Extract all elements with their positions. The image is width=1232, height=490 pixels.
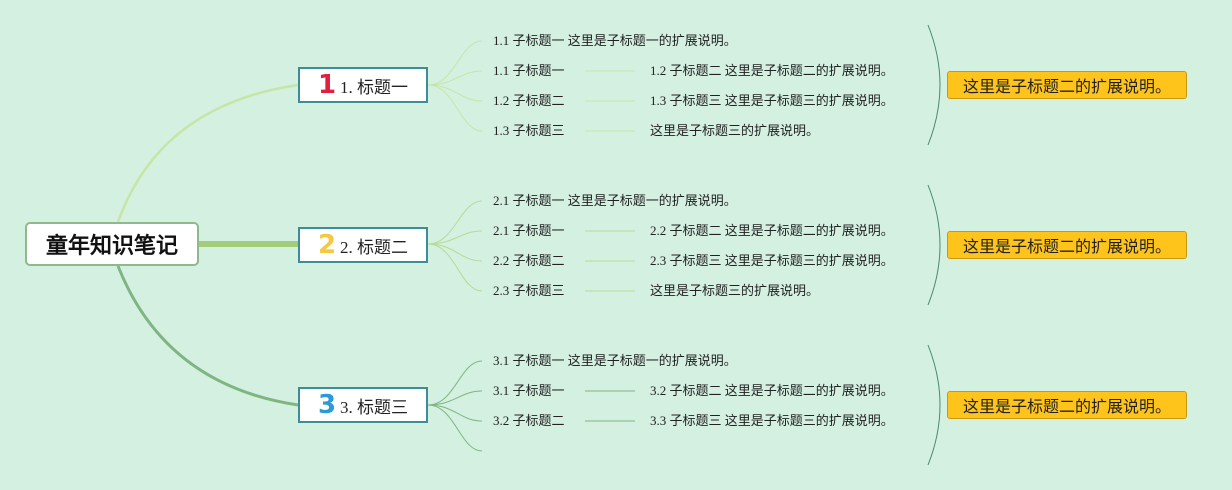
summary-bracket-3 <box>927 344 941 466</box>
summary-note-text: 这里是子标题二的扩展说明。 <box>962 399 1171 416</box>
branch-topic-3[interactable]: 3 3. 标题三 <box>298 387 428 423</box>
subtopic-2-3[interactable]: 2.2 子标题二 <box>493 253 565 268</box>
branch-topic-1[interactable]: 1 1. 标题一 <box>298 67 428 103</box>
summary-note-2[interactable]: 这里是子标题二的扩展说明。 <box>947 231 1187 259</box>
root-topic[interactable]: 童年知识笔记 <box>25 222 199 266</box>
branch-label: 1. 标题一 <box>340 77 409 97</box>
summary-note-1[interactable]: 这里是子标题二的扩展说明。 <box>947 71 1187 99</box>
subtopic-2-2-detail[interactable]: 2.2 子标题二 这里是子标题二的扩展说明。 <box>650 223 894 238</box>
branch-label: 3. 标题三 <box>340 397 409 417</box>
root-title: 童年知识笔记 <box>45 234 178 259</box>
subtopic-1-2[interactable]: 1.1 子标题一 <box>493 63 565 78</box>
summary-bracket-2 <box>927 184 941 306</box>
summary-note-3[interactable]: 这里是子标题二的扩展说明。 <box>947 391 1187 419</box>
summary-note-text: 这里是子标题二的扩展说明。 <box>962 79 1171 96</box>
subtopic-1-1[interactable]: 1.1 子标题一 这里是子标题一的扩展说明。 <box>493 33 737 48</box>
summary-bracket-1 <box>927 24 941 146</box>
branch-1-fan <box>427 40 635 132</box>
subtopic-2-3-detail[interactable]: 2.3 子标题三 这里是子标题三的扩展说明。 <box>650 253 894 268</box>
subtopic-1-3-detail[interactable]: 1.3 子标题三 这里是子标题三的扩展说明。 <box>650 93 894 108</box>
subtopic-2-4[interactable]: 2.3 子标题三 <box>493 283 565 298</box>
subtopic-1-4-detail[interactable]: 这里是子标题三的扩展说明。 <box>650 123 820 138</box>
subtopic-3-3[interactable]: 3.2 子标题二 <box>493 413 565 428</box>
connector-root-branch-1 <box>116 83 299 223</box>
subtopic-3-2[interactable]: 3.1 子标题一 <box>493 383 565 398</box>
summary-note-text: 这里是子标题二的扩展说明。 <box>962 239 1171 256</box>
branch-3-fan <box>427 360 635 452</box>
subtopic-1-3[interactable]: 1.2 子标题二 <box>493 93 565 108</box>
number-1-icon: 1 <box>317 70 337 100</box>
branch-topic-2[interactable]: 2 2. 标题二 <box>298 227 428 263</box>
subtopic-1-4[interactable]: 1.3 子标题三 <box>493 123 565 138</box>
number-2-icon: 2 <box>317 230 337 260</box>
subtopic-3-1[interactable]: 3.1 子标题一 这里是子标题一的扩展说明。 <box>493 353 737 368</box>
number-3-icon: 3 <box>317 390 337 420</box>
branch-2-fan <box>427 200 635 292</box>
connector-root-branch-3 <box>116 265 299 407</box>
branch-label: 2. 标题二 <box>340 237 409 257</box>
subtopic-3-2-detail[interactable]: 3.2 子标题二 这里是子标题二的扩展说明。 <box>650 383 894 398</box>
subtopic-1-2-detail[interactable]: 1.2 子标题二 这里是子标题二的扩展说明。 <box>650 63 894 78</box>
subtopic-2-2[interactable]: 2.1 子标题一 <box>493 223 565 238</box>
subtopic-2-4-detail[interactable]: 这里是子标题三的扩展说明。 <box>650 283 820 298</box>
subtopic-2-1[interactable]: 2.1 子标题一 这里是子标题一的扩展说明。 <box>493 193 737 208</box>
subtopic-3-3-detail[interactable]: 3.3 子标题三 这里是子标题三的扩展说明。 <box>650 413 894 428</box>
